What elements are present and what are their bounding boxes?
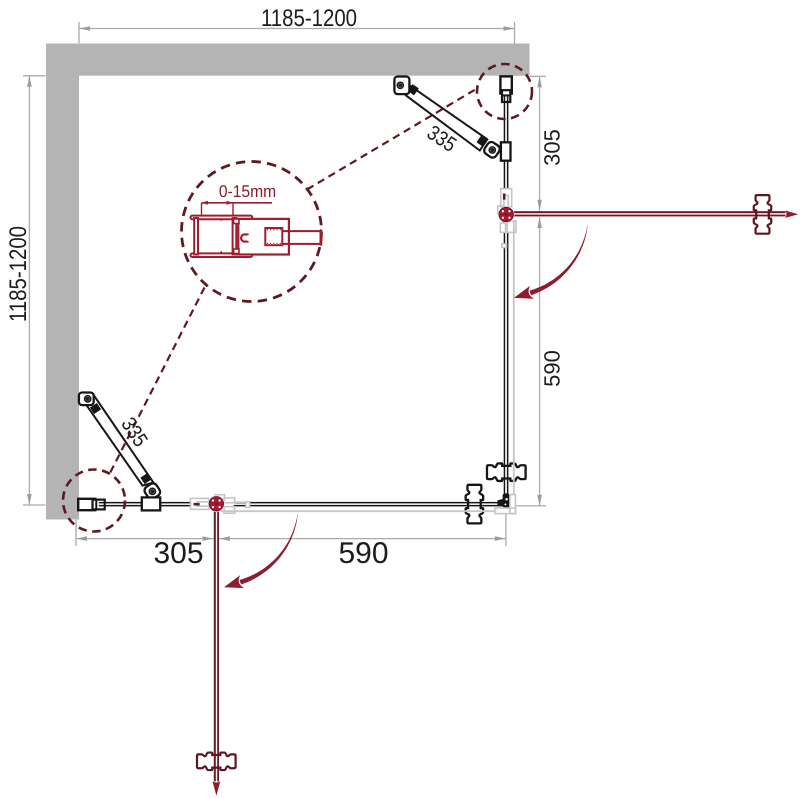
dimension-lines — [23, 22, 546, 546]
door-bottom-open — [195, 511, 237, 796]
pivot-bottom — [208, 495, 225, 513]
wall-left — [46, 43, 79, 520]
wall-top — [46, 43, 530, 76]
label-adjustment: 0-15mm — [219, 182, 276, 201]
leader-top — [306, 87, 478, 191]
door-right-tip-arrow — [785, 210, 799, 218]
label-right-door: 590 — [540, 350, 565, 387]
support-bar-top — [393, 75, 512, 162]
label-width-top: 1185-1200 — [261, 5, 357, 32]
wall-profile-bottom — [76, 497, 106, 512]
knob-bottom-door-closed — [464, 483, 485, 525]
pivot-right — [497, 206, 515, 223]
label-bottom-door: 590 — [338, 537, 388, 570]
walls — [46, 43, 530, 520]
handle-right-door — [752, 193, 773, 235]
knob-right-door-closed — [485, 462, 527, 483]
handle-bottom-door — [195, 751, 237, 772]
swing-arc-right — [513, 225, 588, 299]
label-height-left: 1185-1200 — [5, 226, 32, 322]
wall-profile-right — [499, 75, 513, 104]
corner-ghost-profile — [494, 493, 517, 515]
ghost-hardware — [189, 187, 517, 515]
swing-arc-bottom — [224, 514, 298, 589]
leader-bottom — [109, 287, 206, 474]
door-bottom-tip-arrow — [212, 781, 221, 796]
label-bottom-fixed: 305 — [153, 537, 203, 570]
corner-hinge — [497, 493, 510, 508]
profile-detail — [189, 200, 323, 258]
callout-circle-top — [475, 62, 534, 121]
support-bar-bottom — [77, 391, 162, 512]
dimension-arrows — [27, 26, 542, 541]
door-right-open — [512, 193, 799, 235]
label-right-fixed: 305 — [540, 129, 565, 166]
frame-black — [76, 75, 527, 525]
callout-circle-bottom — [61, 468, 127, 533]
red-elements — [61, 62, 799, 796]
